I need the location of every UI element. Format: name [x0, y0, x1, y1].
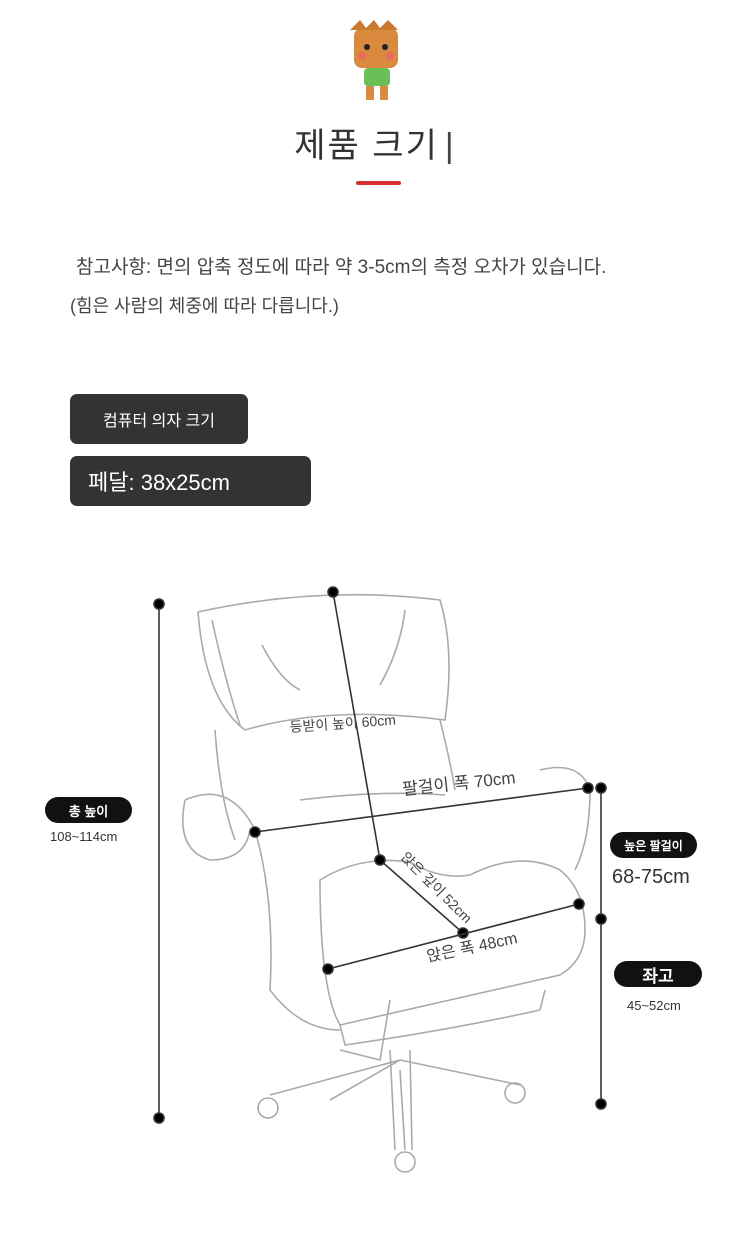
seat-height-badge: 좌고 — [614, 961, 702, 987]
seat-depth-label: 앉은 깊이 52cm — [398, 849, 475, 926]
dimension-dot — [573, 898, 585, 910]
dimension-dot — [153, 1112, 165, 1124]
dimension-dot — [327, 586, 339, 598]
title-underline — [356, 181, 401, 185]
dimension-dot — [322, 963, 334, 975]
mascot-icon — [350, 20, 398, 100]
note-weight: (힘은 사람의 체중에 따라 다릅니다.) — [70, 296, 339, 316]
backrest-height-label: 등받이 높이 60cm — [289, 712, 396, 735]
page-title: 제품 크기| — [0, 118, 750, 167]
armrest-height-value: 68-75cm — [612, 866, 690, 888]
chair-size-tag: 컴퓨터 의자 크기 — [70, 394, 248, 444]
armrest-height-badge: 높은 팔걸이 — [610, 832, 697, 858]
title-text: 제품 크기 — [294, 127, 439, 165]
backrest-line — [332, 591, 381, 861]
seat-width-label: 앉은 폭 48cm — [425, 929, 519, 966]
seat-depth-line — [379, 859, 464, 934]
pedal-size-tag: 페달: 38x25cm — [70, 456, 311, 506]
total-height-value: 108~114cm — [50, 829, 118, 844]
dimension-dot — [374, 854, 386, 866]
dimension-dot — [595, 913, 607, 925]
note-measurement: 참고사항: 면의 압축 정도에 따라 약 3-5cm의 측정 오차가 있습니다. — [76, 257, 607, 278]
title-cursor: | — [444, 127, 456, 165]
dimension-dot — [595, 1098, 607, 1110]
armrest-width-line — [254, 787, 589, 833]
armrest-width-label: 팔걸이 폭 70cm — [401, 768, 516, 799]
dimension-dot — [595, 782, 607, 794]
mascot-illustration — [350, 20, 398, 100]
dimension-dot — [153, 598, 165, 610]
dimension-dot — [249, 826, 261, 838]
dimension-dot — [582, 782, 594, 794]
total-height-badge: 총 높이 — [45, 797, 132, 823]
seat-height-value: 45~52cm — [627, 998, 681, 1013]
seat-width-line — [327, 903, 580, 970]
chair-outline — [181, 593, 591, 1173]
